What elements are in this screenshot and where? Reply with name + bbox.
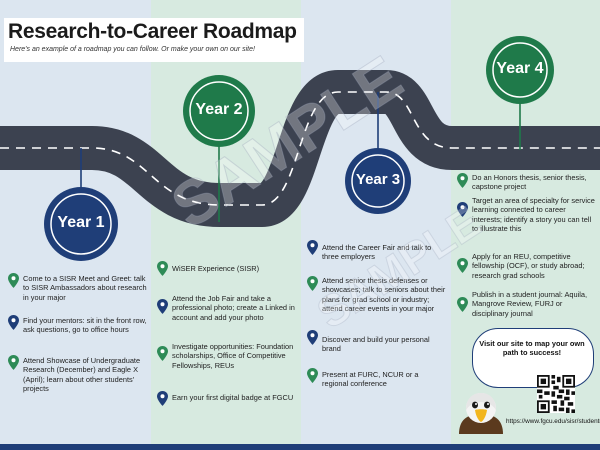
map-pin-icon — [8, 315, 19, 330]
year-2-item-1: WiSER Experience (SISR) — [172, 264, 260, 273]
year-3-item-1: Attend the Career Fair and talk to three… — [322, 243, 432, 262]
year-1-item-2: Find your mentors: sit in the front row,… — [23, 316, 147, 335]
year-1-badge — [44, 187, 118, 261]
year-2-item-3: Investigate opportunities: Foundation sc… — [172, 342, 294, 370]
year-2-label: Year 2 — [195, 101, 243, 118]
year-2-item-4: Earn your first digital badge at FGCU — [172, 393, 294, 402]
map-pin-icon — [157, 391, 168, 406]
map-pin-icon — [457, 202, 468, 217]
map-pin-icon — [307, 276, 318, 291]
map-pin-icon — [157, 261, 168, 276]
map-pin-icon — [307, 240, 318, 255]
eagle-mascot-icon — [459, 393, 503, 434]
year-4-label: Year 4 — [496, 60, 544, 77]
map-pin-icon — [157, 346, 168, 361]
map-pin-icon — [8, 355, 19, 370]
year-4-item-3: Apply for an REU, competitive fellowship… — [472, 252, 585, 280]
callout-text: Visit our site to map your own path to s… — [479, 339, 585, 358]
year-4-item-4: Publish in a student journal: Aquila, Ma… — [472, 290, 588, 318]
year-4-item-1: Do an Honors thesis, senior thesis, caps… — [472, 173, 587, 192]
map-pin-icon — [457, 258, 468, 273]
title-background — [4, 18, 304, 62]
year-1-label: Year 1 — [57, 214, 105, 231]
map-pin-icon — [157, 299, 168, 314]
bottom-border — [0, 444, 600, 450]
map-pin-icon — [307, 368, 318, 383]
year-3-badge — [345, 148, 411, 214]
map-pin-icon — [307, 330, 318, 345]
year-4-badge — [486, 36, 554, 104]
map-pin-icon — [457, 297, 468, 312]
site-url[interactable]: https://www.fgcu.edu/sisr/studentroadmap — [506, 418, 600, 425]
year-2-item-2: Attend the Job Fair and take a professio… — [172, 294, 295, 322]
year-3-item-4: Present at FURC, NCUR or a regional conf… — [322, 370, 419, 389]
map-pin-icon — [457, 173, 468, 188]
map-pin-icon — [8, 273, 19, 288]
year-1-item-1: Come to a SISR Meet and Greet: talk to S… — [23, 274, 147, 302]
year-3-item-3: Discover and build your personal brand — [322, 335, 430, 354]
year-4-item-2: Target an area of specialty for service … — [472, 196, 595, 234]
year-3-item-2: Attend senior thesis defenses or showcas… — [322, 276, 446, 314]
year-1-item-3: Attend Showcase of Undergraduate Researc… — [23, 356, 141, 394]
year-2-badge — [183, 75, 255, 147]
qr-code-icon[interactable] — [537, 375, 575, 413]
page-subtitle: Here's an example of a roadmap you can f… — [10, 46, 255, 53]
year-3-label: Year 3 — [355, 171, 401, 188]
page-title: Research-to-Career Roadmap — [8, 20, 297, 43]
speech-bubble — [472, 328, 594, 388]
